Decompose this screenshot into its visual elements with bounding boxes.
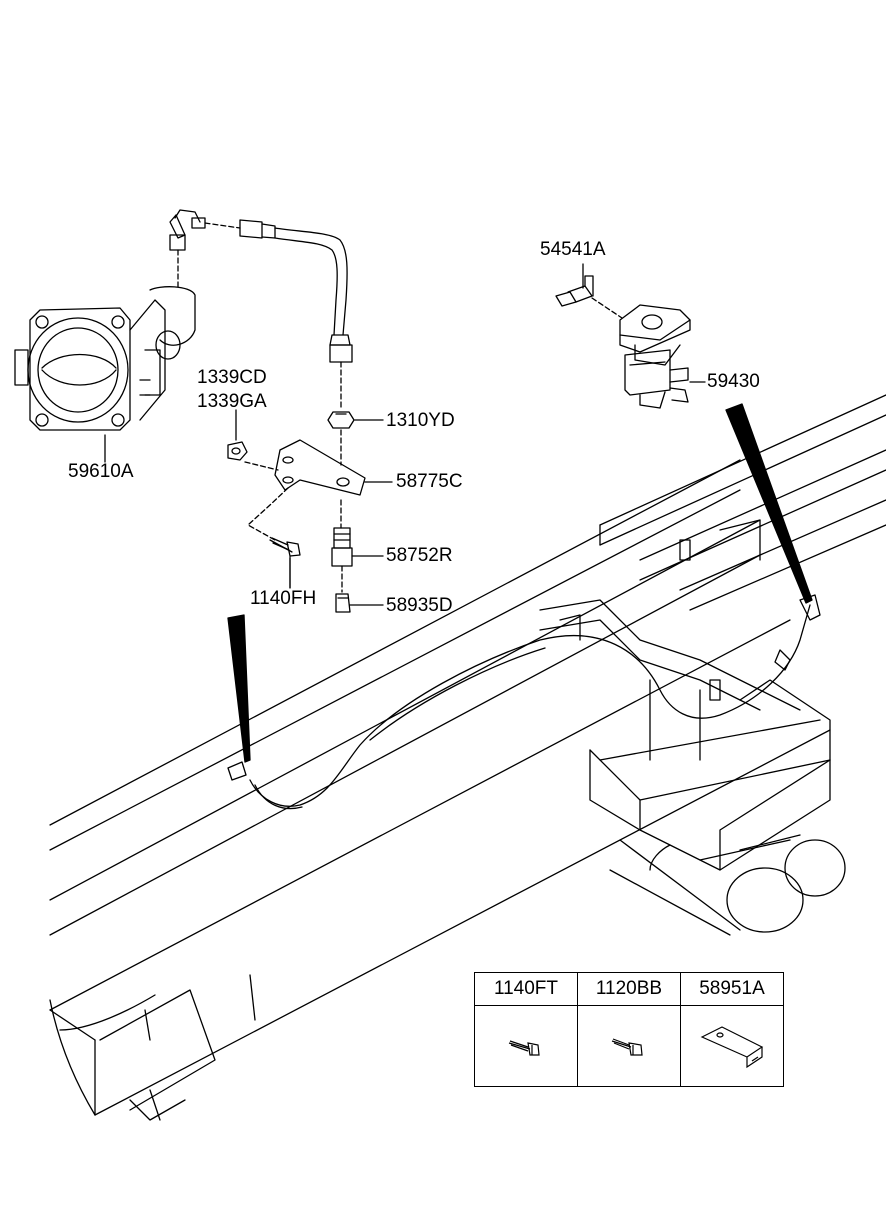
elbow bbox=[555, 263, 623, 319]
vacuum-hose bbox=[227, 594, 821, 810]
label-throttle-body: 59610A bbox=[68, 461, 134, 482]
label-bolt-1339cd: 1339CD bbox=[197, 367, 267, 388]
bolt-1140fh bbox=[269, 537, 301, 589]
nut bbox=[327, 411, 384, 466]
muffler bbox=[589, 679, 846, 936]
bracket-icon bbox=[700, 1026, 764, 1069]
bolt-icon bbox=[508, 1040, 540, 1056]
label-bolt-1140fh: 1140FH bbox=[250, 588, 317, 609]
label-solenoid: 59430 bbox=[707, 371, 760, 392]
bolt-icon bbox=[611, 1038, 643, 1056]
upper-hose bbox=[169, 209, 353, 411]
bracket bbox=[244, 439, 393, 541]
parts-table-cell bbox=[577, 1005, 681, 1087]
label-bolt-1339ga: 1339GA bbox=[197, 391, 267, 412]
parts-table-header: 58951A bbox=[680, 972, 784, 1006]
parts-table-cell bbox=[474, 1005, 578, 1087]
parts-table: 1140FT 1120BB 58951A bbox=[474, 972, 784, 1087]
label-small-fitting: 58935D bbox=[386, 595, 453, 616]
label-hex-fitting: 58752R bbox=[386, 545, 453, 566]
hex-fitting bbox=[331, 499, 384, 593]
parts-table-cell bbox=[680, 1005, 784, 1087]
small-fitting bbox=[335, 593, 384, 613]
parts-table-image-row bbox=[474, 1005, 784, 1087]
parts-table-header: 1120BB bbox=[577, 972, 681, 1006]
bolt-1339 bbox=[227, 409, 248, 461]
parts-table-header-row: 1140FT 1120BB 58951A bbox=[474, 972, 784, 1006]
parts-table-header: 1140FT bbox=[474, 972, 578, 1006]
solenoid-valve bbox=[619, 304, 706, 409]
throttle-body bbox=[14, 286, 196, 463]
label-elbow: 54541A bbox=[540, 239, 606, 260]
label-nut: 1310YD bbox=[386, 410, 455, 431]
label-bracket: 58775C bbox=[396, 471, 463, 492]
callout-wedges bbox=[227, 403, 813, 763]
